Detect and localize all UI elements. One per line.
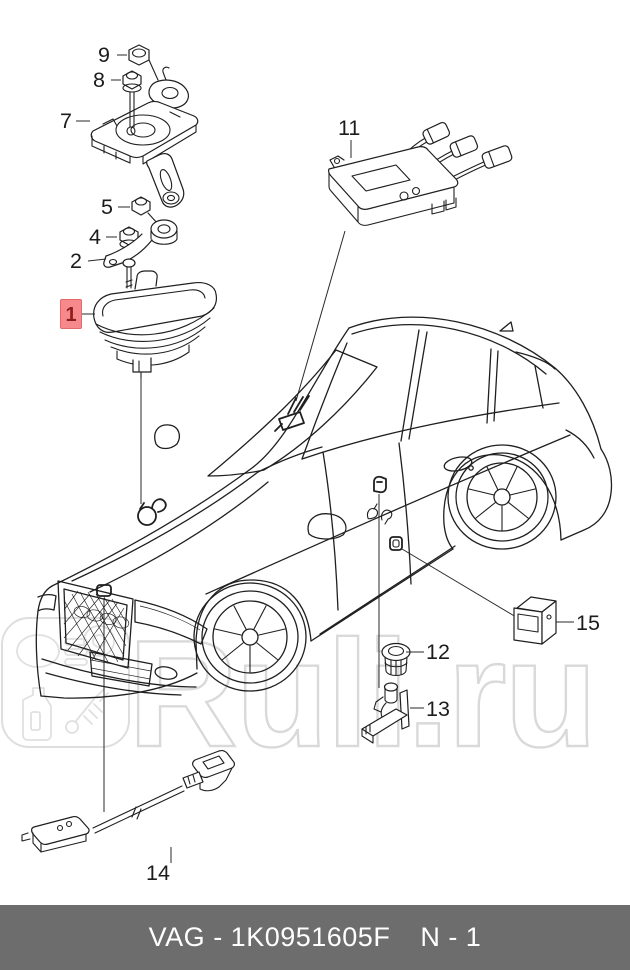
- bumper-lines: [41, 658, 197, 696]
- b-pillar: [400, 329, 428, 442]
- part-9-nut: [128, 44, 159, 81]
- front-door-cut: [322, 451, 339, 611]
- rear-wheel: [447, 444, 557, 550]
- rear-door-cut: [398, 442, 412, 585]
- quarter-window-edge: [534, 365, 544, 409]
- callout-13: 13: [426, 697, 450, 721]
- windshield: [207, 349, 378, 477]
- wheel-icon: [83, 625, 115, 657]
- grille: [57, 580, 134, 669]
- part-15-switch: [513, 596, 557, 645]
- part-2-bracket: [103, 219, 178, 268]
- part-1-alarm-horn: [93, 270, 218, 379]
- callout-11: 11: [338, 116, 360, 140]
- fog-light: [154, 666, 178, 680]
- leader-lines: [103, 230, 517, 812]
- car-rocker: [310, 548, 454, 642]
- car-front-wheel-arch: [195, 579, 312, 670]
- footer-page-ref: N - 1: [420, 922, 482, 952]
- headlight-icon: [16, 634, 88, 668]
- lower-pillar-clip-symbol: [389, 536, 403, 551]
- callout-8: 8: [93, 68, 105, 92]
- mount-symbols: [96, 395, 403, 597]
- callout-7: 7: [60, 109, 72, 133]
- antenna-fin: [499, 321, 514, 332]
- roof-spoiler: [515, 351, 556, 370]
- car-rear-wheel-arch: [443, 454, 562, 550]
- rear-door-handle: [443, 456, 474, 472]
- callout-9: 9: [98, 43, 110, 67]
- hood-hook-symbol: [137, 498, 167, 526]
- callout-1: 1: [65, 304, 76, 326]
- callout-1-highlight: 1: [60, 299, 82, 329]
- footer-part-code: VAG - 1K0951605F: [148, 922, 391, 952]
- front-wheel: [193, 582, 307, 692]
- part-13-lever-switch: [361, 682, 410, 744]
- leader-pillar-to-part15: [401, 548, 517, 618]
- b-pillar-clip-symbol: [373, 475, 387, 494]
- highlight-box: [60, 299, 82, 329]
- watermark: Ruli.ru: [1, 608, 599, 780]
- left-mirror: [154, 424, 180, 450]
- callouts: 9 8 7 5 4 2 1 11 12 13 14 15: [60, 43, 600, 885]
- headlight: [134, 599, 208, 645]
- footer-bar: VAG - 1K0951605F N - 1: [0, 905, 630, 970]
- roof-connector-symbol: [274, 395, 310, 432]
- c-pillar: [486, 348, 499, 424]
- callout-12: 12: [426, 640, 450, 664]
- car-rear-end: [560, 448, 613, 541]
- oil-canister-icon: [22, 687, 52, 741]
- audi-rings: [73, 606, 130, 629]
- callout-14: 14: [146, 861, 170, 885]
- leader-part11-to-roof: [295, 230, 346, 402]
- grille-clip-symbol: [96, 584, 112, 597]
- door-lock-glyphs: [366, 503, 393, 525]
- belt-line: [301, 402, 560, 460]
- part-11-control-module: [328, 121, 513, 226]
- car-front-bottom: [40, 672, 198, 699]
- callout-15: 15: [576, 611, 600, 635]
- part-14-cable: [21, 750, 235, 853]
- callout-5: 5: [101, 195, 113, 219]
- callout-4: 4: [89, 225, 101, 249]
- car-hood-silhouette: [51, 327, 350, 587]
- part-7-bracket: [90, 66, 199, 208]
- part-8-nut: [122, 70, 142, 128]
- car-illustration: [35, 316, 613, 699]
- callout-2: 2: [70, 249, 82, 273]
- part-12-grommet: [381, 642, 411, 677]
- right-mirror: [307, 513, 347, 540]
- car-roofline: [348, 316, 602, 450]
- part-5-nut: [131, 196, 159, 225]
